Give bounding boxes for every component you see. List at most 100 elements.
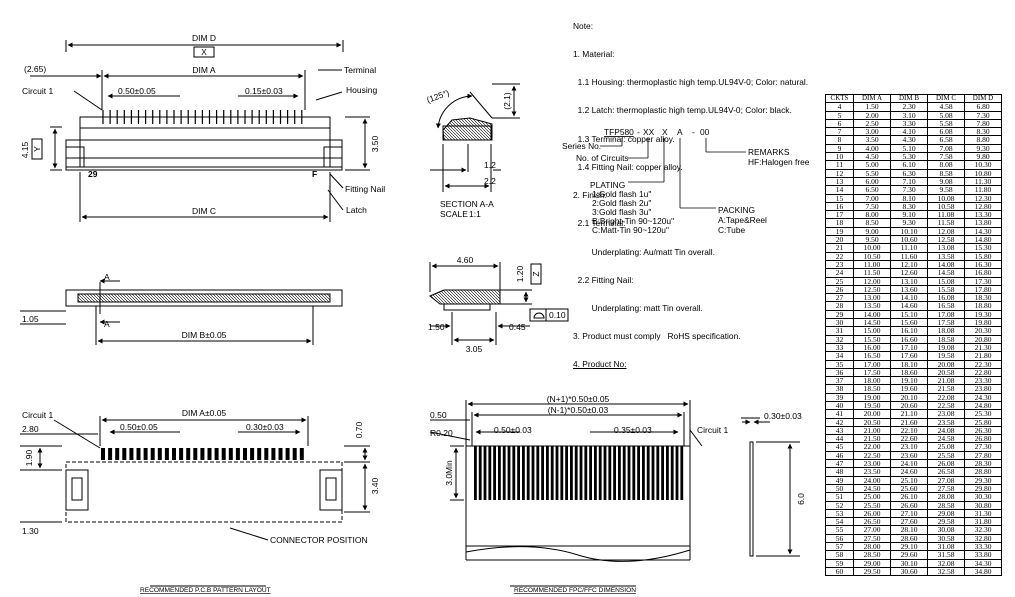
pcb-circuit1-label: Circuit 1 <box>22 410 53 420</box>
fpc-lead <box>627 446 631 500</box>
fpc-thickness-label: 0.30±0.03 <box>764 411 802 421</box>
fpc-lead <box>618 446 621 500</box>
side-dim-045-label: 0.45 <box>509 322 526 332</box>
pcb-layout <box>20 416 370 587</box>
top-circuit1-label: Circuit 1 <box>22 86 53 96</box>
pn-prefix: TFP580 <box>604 127 634 137</box>
pcb-pad <box>207 448 212 460</box>
y-datum-box <box>31 138 43 160</box>
fpc-lead <box>608 446 612 500</box>
fpc-lead <box>498 446 501 500</box>
pn-plating-opt-2: 2:Gold flash 2u" <box>592 198 651 208</box>
table-cell: 23.80 <box>964 384 1002 394</box>
table-cell: 60 <box>825 566 854 577</box>
table-cell: 32.30 <box>964 525 1002 535</box>
note-line: 1.2 Latch: thermoplastic high temp.UL94V… <box>573 105 792 116</box>
note-line: 1.4 Fitting Nail: copper alloy. <box>573 161 683 172</box>
front-dim-105-label: 1.05 <box>22 314 39 324</box>
table-cell: 15.30 <box>964 243 1002 253</box>
table-cell: 6.80 <box>964 102 1002 112</box>
table-cell: 13.80 <box>964 218 1002 228</box>
fpc-leads <box>474 446 684 500</box>
table-cell: 11.50 <box>853 268 891 278</box>
table-cell: 19.60 <box>890 384 928 394</box>
pcb-pad <box>157 448 162 460</box>
table-cell: 13.08 <box>927 243 965 253</box>
notes-block: Note: 1. Material: 1.1 Housing: thermopl… <box>573 3 808 379</box>
top-housing-label: Housing <box>346 85 377 95</box>
table-cell: 1.50 <box>853 102 891 112</box>
pn-remarks: 00 <box>700 127 710 137</box>
pcb-dim-190-label: 1.90 <box>24 449 34 466</box>
table-cell: 33.80 <box>964 550 1002 560</box>
pcb-pad <box>250 448 255 460</box>
table-cell: 2.30 <box>890 102 928 112</box>
flatness-value: 0.10 <box>549 310 566 320</box>
fpc-lead <box>526 446 530 500</box>
fpc-lead <box>512 446 516 500</box>
pcb-pad <box>108 448 113 460</box>
top-pin-first-label: 29 <box>88 169 98 179</box>
pn-packing-opt-2: C:Tube <box>718 225 745 235</box>
section-dim-12-label: 1.2 <box>484 160 496 170</box>
table-cell: 48 <box>825 467 854 477</box>
fpc-dim-050-label: 0.50 <box>430 410 447 420</box>
z-datum-box <box>530 263 542 285</box>
fpc-lead <box>661 446 664 500</box>
fpc-view-text: (N+1)*0.50±0.05 (N-1)*0.50±0.03 0.50 R0.… <box>430 394 806 594</box>
front-dim-b-label: DIM B±0.05 <box>182 330 227 340</box>
fpc-lead <box>589 446 592 500</box>
fpc-lead <box>670 446 674 500</box>
fpc-lead <box>622 446 626 500</box>
pn-series-label: Series No. <box>562 141 601 151</box>
x-datum-label: X <box>201 47 207 57</box>
table-cell: 21.58 <box>927 384 965 394</box>
pn-packing-title: PACKING <box>718 205 755 215</box>
table-cell: 58 <box>825 550 854 560</box>
table-cell: 55 <box>825 525 854 535</box>
fpc-lead <box>536 446 540 500</box>
table-cell: 24 <box>825 268 854 278</box>
fpc-lead <box>632 446 636 500</box>
table-cell: 10.30 <box>964 160 1002 170</box>
pcb-pad <box>299 448 304 460</box>
table-cell: 30.60 <box>890 566 928 577</box>
flatness-symbol-icon <box>533 312 545 319</box>
table-cell: 21 <box>825 243 854 253</box>
pn-remarks-label: REMARKS <box>748 147 790 157</box>
note-line: 3. Product must comply RoHS specificatio… <box>573 331 741 342</box>
table-cell: 34 <box>825 351 854 361</box>
note-line: 1.1 Housing: thermoplastic high temp.UL9… <box>573 77 809 88</box>
fpc-lead <box>531 446 535 500</box>
top-terminal-label: Terminal <box>344 65 376 75</box>
table-cell: 14 <box>825 185 854 195</box>
fpc-lead <box>502 446 506 500</box>
top-dim-c-label: DIM C <box>192 206 216 216</box>
pcb-dim-a-label: DIM A±0.05 <box>182 408 227 418</box>
pcb-pad <box>292 448 297 460</box>
pcb-pad <box>264 448 269 460</box>
top-offset-label: (2.65) <box>24 64 46 74</box>
fpc-lead <box>613 446 616 500</box>
pcb-pad <box>143 448 148 460</box>
pcb-caption: RECOMMENDED P.C.B PATTERN LAYOUT <box>140 587 271 594</box>
pcb-pad <box>129 448 134 460</box>
fpc-lead <box>570 446 573 500</box>
fpc-lead <box>574 446 578 500</box>
table-cell: 14.60 <box>890 301 928 311</box>
fpc-caption: RECOMMENDED FPC/FFC DIMENSION <box>514 587 636 594</box>
note-line: 1.3 Terminal: copper alloy. <box>573 133 675 144</box>
pn-packing-opt-1: A:Tape&Reel <box>718 215 767 225</box>
pcb-pad <box>278 448 283 460</box>
